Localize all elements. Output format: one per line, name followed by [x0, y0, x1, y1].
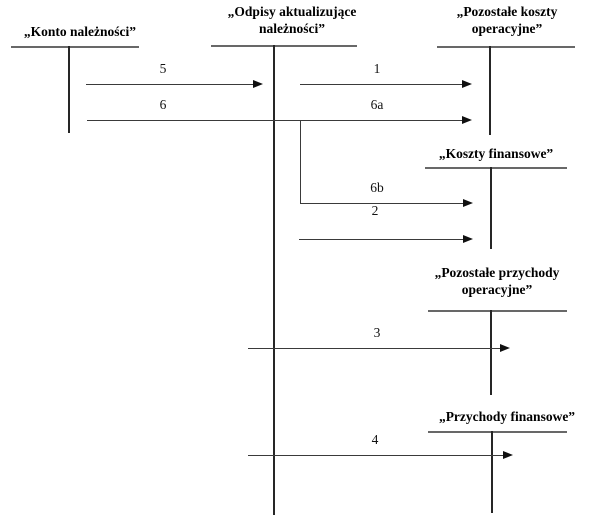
flow-label-6a: 6a — [370, 97, 384, 112]
t-account-bar-line — [211, 45, 357, 47]
arrowhead-right-icon — [500, 344, 510, 352]
arrow-line — [87, 120, 463, 121]
t-account-stem-line — [491, 431, 493, 513]
arrow-flow-5 — [86, 80, 263, 89]
arrowhead-right-icon — [503, 451, 513, 459]
account-title-line: „Pozostałe koszty — [456, 4, 558, 19]
arrow-flow-3 — [248, 344, 510, 353]
account-title-line: „Przychody finansowe” — [438, 409, 576, 424]
arrowhead-right-icon — [253, 80, 263, 88]
t-account-stem-line — [490, 310, 492, 395]
arrow-flow-6b — [300, 199, 473, 208]
arrow-flow-6-6a — [87, 116, 472, 125]
arrow-line — [300, 203, 464, 204]
flow-label-2: 2 — [371, 203, 379, 218]
account-title-line: „Koszty finansowe” — [438, 146, 554, 161]
flow-label-6b: 6b — [370, 180, 384, 195]
t-account-bar-line — [428, 310, 567, 312]
t-account-bar-line — [428, 431, 567, 433]
arrow-flow-4 — [248, 451, 513, 460]
arrow-line — [248, 455, 504, 456]
arrow-line — [248, 348, 501, 349]
t-account-stem-line — [68, 46, 70, 133]
arrow-line — [299, 239, 464, 240]
t-account-stem-line — [273, 45, 275, 515]
account-title-line: operacyjne” — [461, 282, 533, 297]
arrowhead-right-icon — [462, 80, 472, 88]
flow-label-6: 6 — [159, 97, 167, 112]
t-account-bar-line — [437, 46, 575, 48]
branch-line-6-to-6b — [300, 120, 301, 204]
flow-label-5: 5 — [159, 61, 167, 76]
flow-label-4: 4 — [371, 432, 379, 447]
arrowhead-right-icon — [463, 199, 473, 207]
account-title-line: „Odpisy aktualizujące — [227, 4, 357, 19]
arrow-flow-2 — [299, 235, 473, 244]
arrowhead-right-icon — [463, 235, 473, 243]
account-title: „Konto należności” — [0, 23, 160, 40]
arrow-line — [86, 84, 254, 85]
account-title-line: „Konto należności” — [23, 24, 137, 39]
t-account-bar-line — [11, 46, 139, 48]
t-account-stem-line — [489, 46, 491, 135]
flow-label-3: 3 — [373, 325, 381, 340]
account-title: „Pozostałe przychody operacyjne” — [417, 264, 577, 298]
account-title-line: „Pozostałe przychody — [434, 265, 560, 280]
arrow-flow-1 — [300, 80, 472, 89]
account-title: „Pozostałe koszty operacyjne” — [427, 3, 587, 37]
account-title-line: należności” — [259, 21, 325, 36]
arrowhead-right-icon — [462, 116, 472, 124]
account-title: „Przychody finansowe” — [427, 408, 587, 425]
flow-label-1: 1 — [373, 61, 381, 76]
t-account-stem-line — [490, 167, 492, 249]
account-title-line: operacyjne” — [471, 21, 543, 36]
t-account-bar-line — [425, 167, 567, 169]
arrow-line — [300, 84, 463, 85]
account-title: „Koszty finansowe” — [416, 145, 576, 162]
account-title: „Odpisy aktualizujące należności” — [212, 3, 372, 37]
